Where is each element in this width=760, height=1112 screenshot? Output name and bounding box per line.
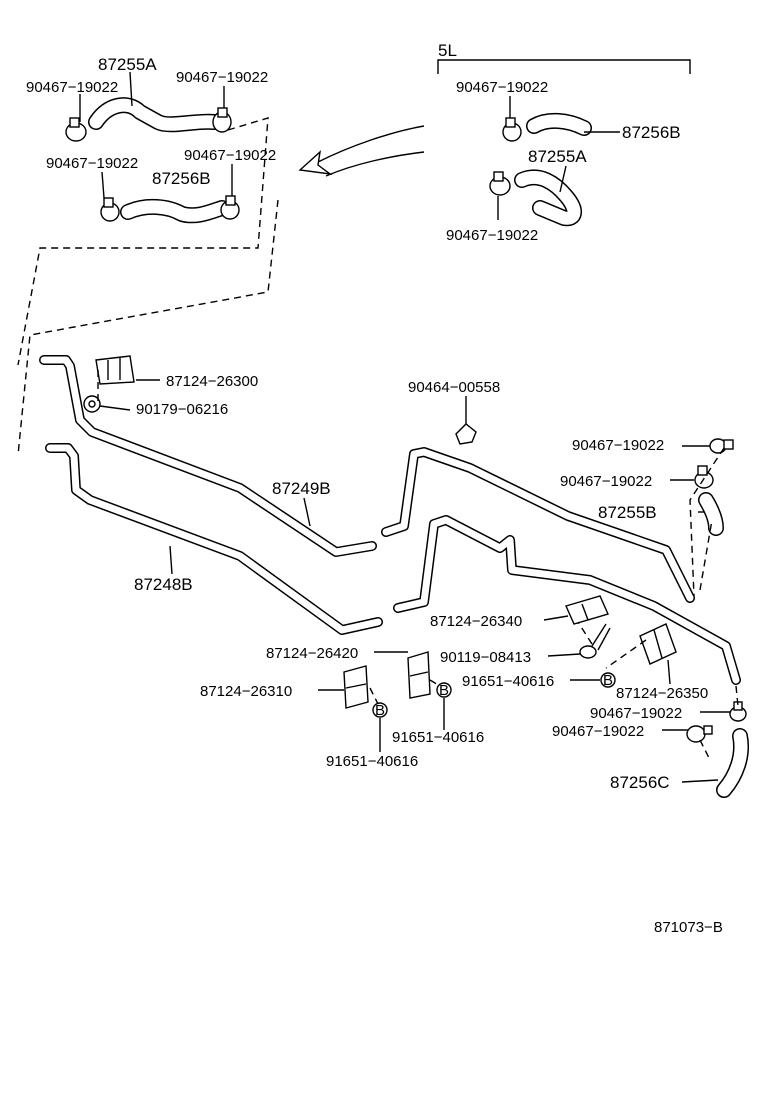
variant-5l-label: 5L <box>438 41 457 60</box>
part-number-91651-40616-b: 91651−40616 <box>392 729 484 746</box>
detail-frame-outline <box>17 117 279 456</box>
bolt-marker-b-3: B <box>600 672 616 689</box>
hose-87256b-left <box>120 199 230 224</box>
part-number-90467-5l-bottom: 90467−19022 <box>446 227 538 244</box>
hose-clamp-d <box>220 195 240 220</box>
bracket-87124-26350 <box>639 623 677 665</box>
part-number-90467-c: 90467−19022 <box>46 155 138 172</box>
pipe-87249b <box>39 355 695 603</box>
hose-clamp-right-4 <box>686 725 713 743</box>
part-number-87124-26310: 87124−26310 <box>200 683 292 700</box>
hose-87255b <box>698 492 724 536</box>
grommet-90179-06216 <box>83 395 101 413</box>
part-number-90467-right-2: 90467−19022 <box>560 473 652 490</box>
part-number-90179-06216: 90179−06216 <box>136 401 228 418</box>
part-number-90467-d: 90467−19022 <box>184 147 276 164</box>
part-number-90467-a: 90467−19022 <box>26 79 118 96</box>
hose-clamp-c <box>100 197 120 222</box>
part-number-87256b-5l: 87256B <box>622 123 681 142</box>
hose-clamp-5l-bottom <box>489 171 511 196</box>
hose-87256c <box>716 728 749 798</box>
part-number-90467-5l-top: 90467−19022 <box>456 79 548 96</box>
hose-clamp-b <box>212 107 232 133</box>
variant-5l-bracket <box>437 59 691 74</box>
hose-clamp-a <box>65 117 87 142</box>
bracket-87124-26300 <box>95 355 135 385</box>
leader-lines <box>79 71 730 783</box>
bolt-marker-b-1: B <box>372 702 388 719</box>
part-number-87255a-top: 87255A <box>98 55 157 74</box>
part-number-87249b: 87249B <box>272 479 331 498</box>
bolt-marker-b-2: B <box>436 682 452 699</box>
part-number-87256b-left: 87256B <box>152 169 211 188</box>
part-number-90464-00558: 90464−00558 <box>408 379 500 396</box>
bracket-87124-26340 <box>565 595 609 625</box>
part-number-87124-26340: 87124−26340 <box>430 613 522 630</box>
part-number-90467-right-3: 90467−19022 <box>590 705 682 722</box>
hose-87255a-5l <box>514 169 582 227</box>
part-number-91651-40616-c: 91651−40616 <box>326 753 418 770</box>
bolt-90119-08413 <box>579 623 611 659</box>
part-number-90467-right-4: 90467−19022 <box>552 723 644 740</box>
part-number-91651-40616-a: 91651−40616 <box>462 673 554 690</box>
hose-clamp-right-2 <box>694 465 714 489</box>
part-number-87248b: 87248B <box>134 575 193 594</box>
part-number-87255a-5l: 87255A <box>528 147 587 166</box>
bracket-87124-26420 <box>407 651 431 699</box>
hose-clamp-5l-top <box>502 117 522 142</box>
hose-87255a-top <box>88 97 222 133</box>
diagram-code: 871073−B <box>654 919 723 936</box>
part-number-87124-26420: 87124−26420 <box>266 645 358 662</box>
bolt-marker-text: B <box>375 702 385 719</box>
part-number-87124-26300: 87124−26300 <box>166 373 258 390</box>
bracket-87124-26310 <box>343 665 369 709</box>
right-dashed-guides <box>97 370 739 761</box>
clip-90464-00558 <box>455 423 477 445</box>
bolt-marker-text: B <box>603 672 613 689</box>
part-number-87256c: 87256C <box>610 773 670 792</box>
pipe-87248b <box>45 443 741 685</box>
part-number-90467-b: 90467−19022 <box>176 69 268 86</box>
part-number-90119-08413: 90119−08413 <box>440 649 531 666</box>
pointer-arrow <box>298 125 425 177</box>
part-number-87124-26350: 87124−26350 <box>616 685 708 702</box>
bolt-marker-text: B <box>439 682 449 699</box>
part-number-90467-right-1: 90467−19022 <box>572 437 664 454</box>
hose-87256b-5l <box>526 113 592 136</box>
part-number-87255b: 87255B <box>598 503 657 522</box>
